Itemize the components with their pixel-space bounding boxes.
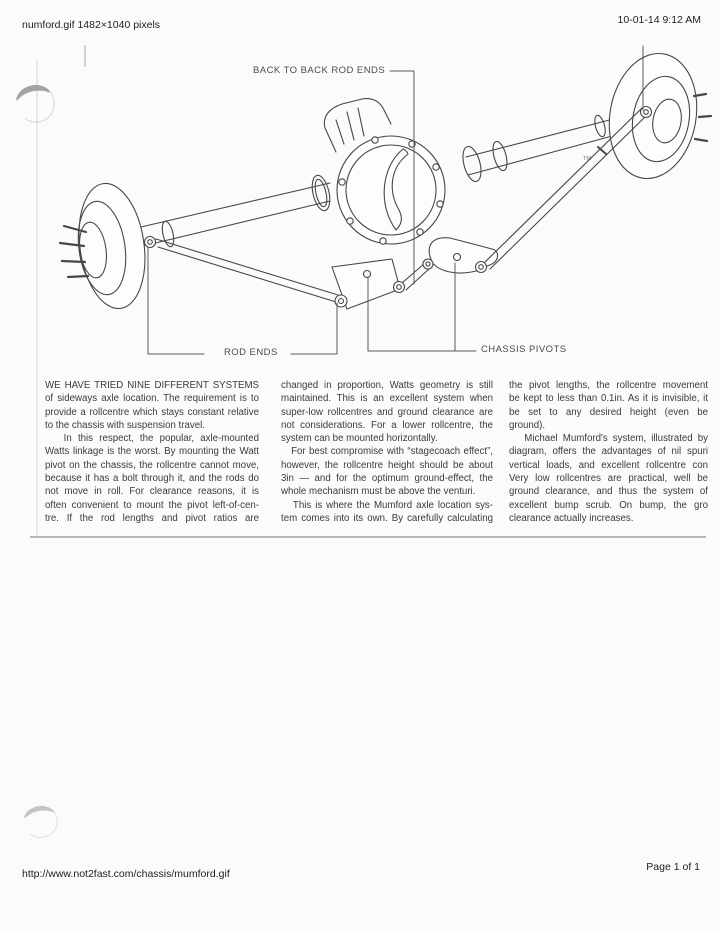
label-back-to-back-rod-ends: BACK TO BACK ROD ENDS xyxy=(253,65,386,76)
print-header-timestamp: 10-01-14 9:12 AM xyxy=(617,14,701,26)
cover-crescent xyxy=(383,148,409,231)
text-line: be set to any desired height (even be xyxy=(509,406,708,418)
text-line: not considerations. For a lower rollcent… xyxy=(281,419,493,431)
label-rod-ends: ROD ENDS xyxy=(224,347,278,358)
text-line: This is where the Mumford axle location … xyxy=(281,499,493,511)
text-line: 3in — and for the optimum ground-effect,… xyxy=(281,473,493,485)
text-line: clearance actually increases. xyxy=(509,512,634,524)
tube-collars xyxy=(161,114,606,248)
text-line: be kept to less than 0.1in. As it is inv… xyxy=(509,393,708,405)
text-line: excellent bump scrub. On bump, the gro xyxy=(509,499,708,511)
mumford-linkage xyxy=(143,105,653,310)
print-header-filename: numford.gif 1482×1040 pixels xyxy=(22,19,161,31)
label-chassis-pivots: CHASSIS PIVOTS xyxy=(481,344,567,355)
text-line: vertical loads, and excellent rollcentre… xyxy=(509,459,708,471)
text-line: ground). xyxy=(509,419,546,431)
text-line: super-low rollcentres and ground clearan… xyxy=(281,406,493,418)
text-line: For best compromise with “stagecoach eff… xyxy=(281,446,493,458)
text-line: not move in roll. For clearance reasons,… xyxy=(45,486,259,498)
rod-end-joints xyxy=(143,105,653,308)
article-column-1: WE HAVE TRIED NINE DIFFERENT SYSTEMS of … xyxy=(45,379,259,525)
print-footer-url: http://www.not2fast.com/chassis/mumford.… xyxy=(22,868,230,880)
text-line: because it has a bolt through it, and th… xyxy=(45,473,259,485)
article-column-3: the pivot lengths, the rollcentre moveme… xyxy=(509,379,708,525)
illustration-watermark: TM xyxy=(583,156,591,162)
text-line: pivot on the chassis, the rollcentre can… xyxy=(45,459,259,471)
text-line: maintained. This is an excellent system … xyxy=(281,393,493,405)
text-line: of sideways axle location. The requireme… xyxy=(45,393,259,405)
text-line: WE HAVE TRIED NINE DIFFERENT SYSTEMS xyxy=(45,380,259,391)
text-line: Watts linkage is the worst. By mounting … xyxy=(45,446,259,458)
text-line: the pivot lengths, the rollcentre moveme… xyxy=(509,380,708,391)
text-line: ground clearance, and thus the system of xyxy=(509,486,708,498)
text-line: often convenient to mount the pivot left… xyxy=(45,499,259,511)
text-line: changed in proportion, Watts geometry is… xyxy=(281,380,493,391)
article-column-2: changed in proportion, Watts geometry is… xyxy=(281,379,493,525)
text-line: tem comes into its own. By carefully cal… xyxy=(281,512,493,524)
differential-housing xyxy=(323,98,446,245)
text-line: provide a rollcentre which stays constan… xyxy=(45,406,259,418)
text-line: however, the rollcentre height should be… xyxy=(281,459,493,471)
text-line: whole mechanism must be above the ventur… xyxy=(281,486,476,498)
left-hub xyxy=(58,182,146,310)
text-line: diagram, offers the advantages of nil sp… xyxy=(509,446,708,458)
text-line: tre. If the rod lengths and pivot ratios… xyxy=(45,512,259,524)
text-line: system can be mounted horizontally. xyxy=(281,433,438,445)
right-hub xyxy=(608,52,713,180)
scan-artifacts xyxy=(16,45,706,838)
text-line: Michael Mumford's system, illustrated by xyxy=(509,433,708,445)
text-line: to the chassis with suspension travel. xyxy=(45,419,205,431)
text-line: Very low rollcentres are practical, well… xyxy=(509,473,708,485)
print-footer-page: Page 1 of 1 xyxy=(646,861,700,873)
text-line: In this respect, the popular, axle-mount… xyxy=(45,433,259,445)
leader-lines xyxy=(147,45,644,355)
